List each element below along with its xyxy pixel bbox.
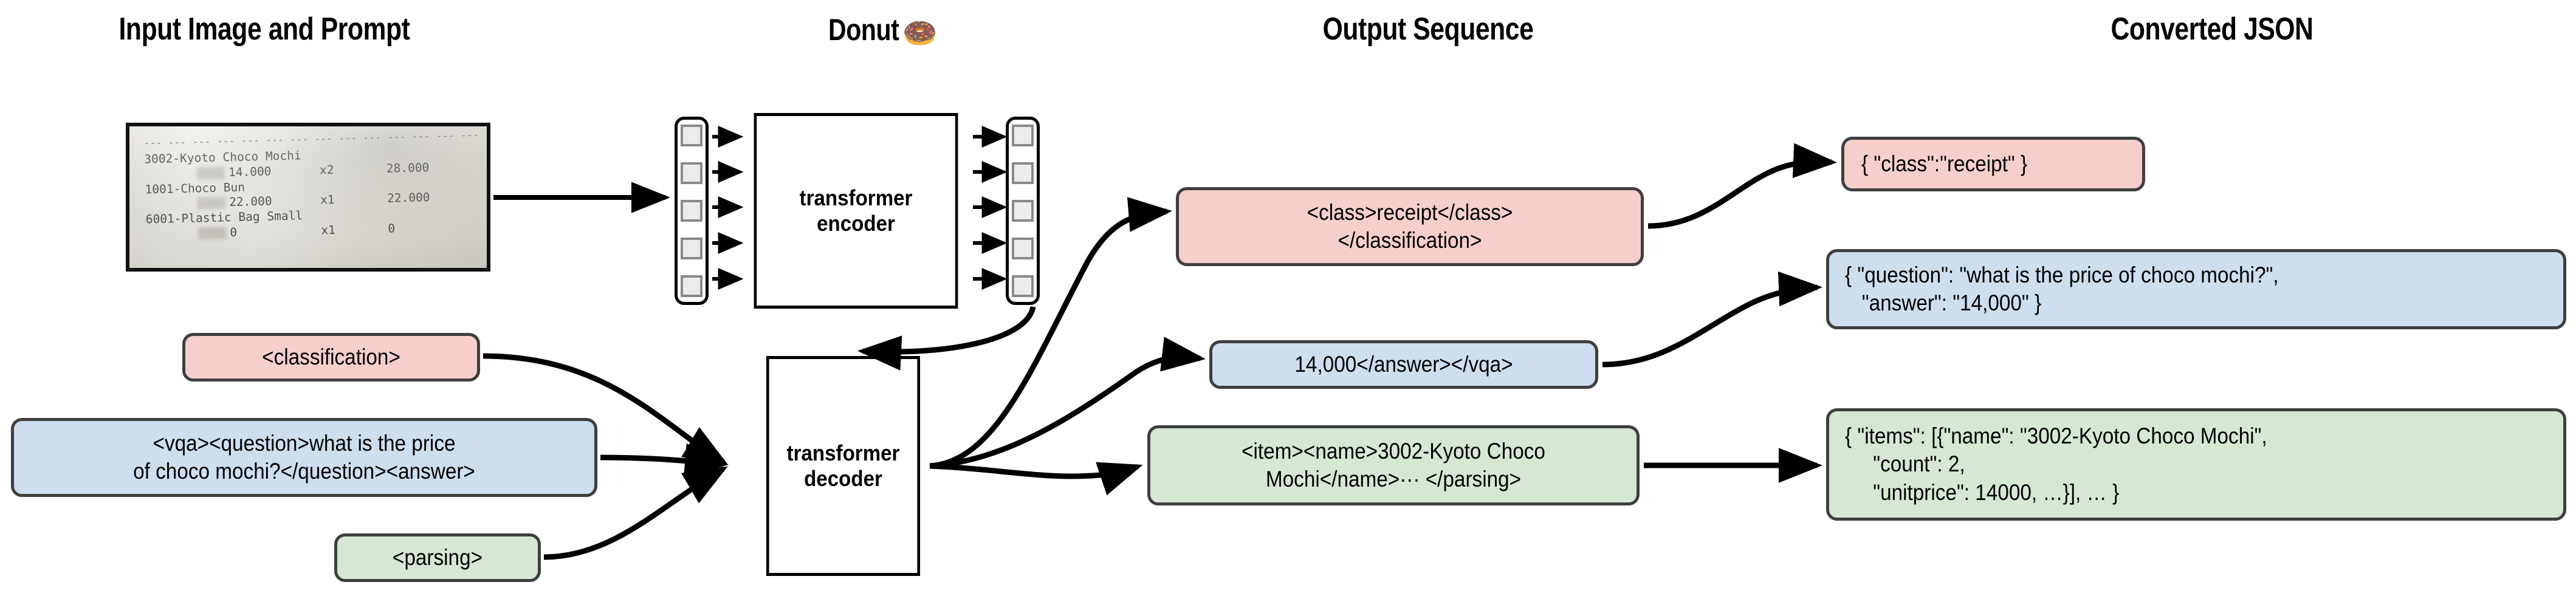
receipt-text: --- --- --- --- --- --- --- --- --- --- … xyxy=(129,126,490,268)
output-vqa-box: 14,000</answer></vqa> xyxy=(1209,340,1598,389)
transformer-encoder-box: transformer encoder xyxy=(754,113,958,309)
redaction-block xyxy=(198,226,227,239)
heading-text: Donut xyxy=(828,13,899,47)
heading-donut: Donut 🍩 xyxy=(707,12,1056,50)
token-square xyxy=(1012,162,1034,184)
arrow-decoder-to-output-parsing xyxy=(929,462,1143,496)
arrow-encoder-to-decoder xyxy=(857,306,1036,371)
arrow-vqa-prompt-to-decoder xyxy=(600,443,729,479)
classification-prompt-text: <classification> xyxy=(262,344,400,369)
json-classification-box: { "class":"receipt" } xyxy=(1841,137,2145,191)
arrow-decoder-to-output-classification xyxy=(929,197,1172,469)
token-square xyxy=(681,125,702,146)
encoder-input-tokens xyxy=(675,117,709,305)
json-vqa-text: { "question": "what is the price of choc… xyxy=(1845,262,2279,315)
output-parsing-text: <item><name>3002-Kyoto Choco Mochi</name… xyxy=(1242,438,1545,491)
donut-icon: 🍩 xyxy=(902,17,938,49)
output-parsing-box: <item><name>3002-Kyoto Choco Mochi</name… xyxy=(1147,425,1640,505)
token-square xyxy=(1012,200,1034,222)
output-classification-text: <class>receipt</class> </classification> xyxy=(1307,199,1513,253)
token-square xyxy=(681,238,702,259)
heading-converted-json: Converted JSON xyxy=(1938,11,2486,47)
encoder-output-tokens xyxy=(1006,117,1040,305)
token-square xyxy=(681,200,702,222)
output-classification-box: <class>receipt</class> </classification> xyxy=(1176,187,1644,266)
token-square xyxy=(1012,275,1034,297)
parsing-prompt-box: <parsing> xyxy=(334,533,541,582)
receipt-image: --- --- --- --- --- --- --- --- --- --- … xyxy=(126,123,490,272)
transformer-decoder-box: transformer decoder xyxy=(766,356,920,576)
heading-input-image-and-prompt: Input Image and Prompt xyxy=(47,11,481,47)
json-classification-text: { "class":"receipt" } xyxy=(1861,151,2028,176)
transformer-decoder-label: transformer decoder xyxy=(786,440,900,491)
heading-output-sequence: Output Sequence xyxy=(1189,11,1667,47)
token-square xyxy=(1012,125,1034,146)
receipt-divider: --- --- --- --- --- --- --- --- --- --- … xyxy=(143,126,490,149)
classification-prompt-box: <classification> xyxy=(182,333,480,382)
redaction-block xyxy=(196,166,225,179)
arrow-output-to-json-classification xyxy=(1647,143,1837,229)
transformer-encoder-label: transformer encoder xyxy=(799,185,913,236)
arrow-output-to-json-vqa xyxy=(1602,271,1822,368)
parsing-prompt-text: <parsing> xyxy=(392,544,483,570)
redaction-block xyxy=(197,196,226,210)
heading-text: Output Sequence xyxy=(1322,12,1534,47)
json-vqa-box: { "question": "what is the price of choc… xyxy=(1826,249,2566,329)
json-parsing-box: { "items": [{"name": "3002-Kyoto Choco M… xyxy=(1826,408,2566,521)
output-vqa-text: 14,000</answer></vqa> xyxy=(1294,351,1513,377)
heading-text: Input Image and Prompt xyxy=(118,12,410,47)
vqa-prompt-text: <vqa><question>what is the price of choc… xyxy=(133,430,475,484)
token-square xyxy=(681,275,702,297)
receipt-paper xyxy=(129,126,487,268)
token-square xyxy=(1012,238,1034,259)
token-square xyxy=(681,162,702,184)
heading-text: Converted JSON xyxy=(2111,12,2313,47)
vqa-prompt-box: <vqa><question>what is the price of choc… xyxy=(11,418,597,497)
json-parsing-text: { "items": [{"name": "3002-Kyoto Choco M… xyxy=(1845,423,2267,505)
